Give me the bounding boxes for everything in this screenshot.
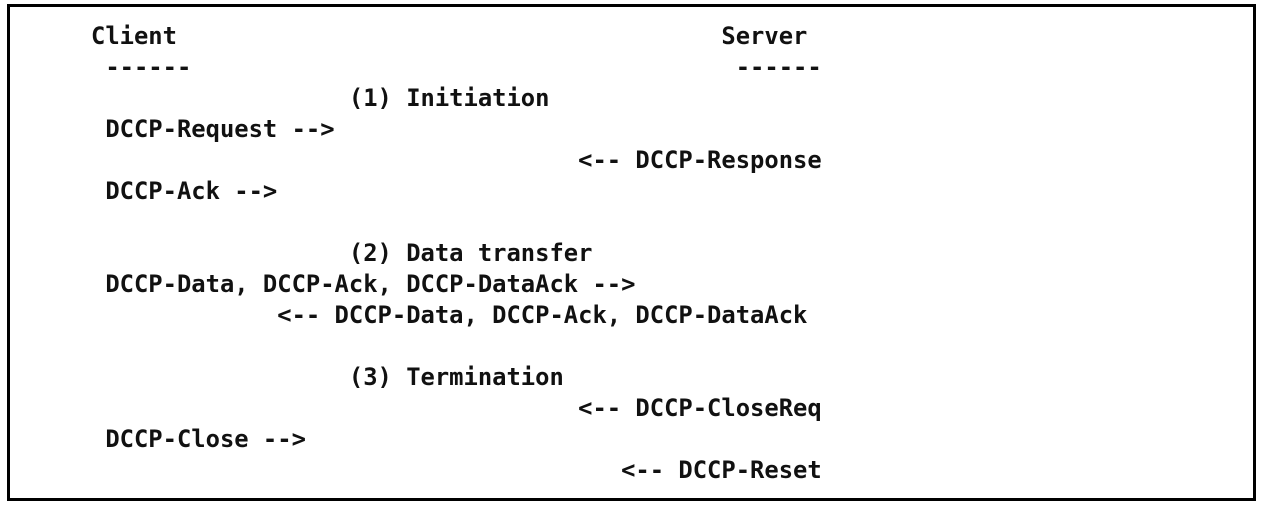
diagram-line-dccp-closereq: <-- DCCP-CloseReq (91, 394, 822, 422)
figure-border-box: Client Server ------ ------ (1) Initiati… (7, 4, 1256, 501)
diagram-line-dccp-reset: <-- DCCP-Reset (91, 456, 822, 484)
diagram-line-dccp-ack: DCCP-Ack --> (91, 177, 278, 205)
dccp-connection-ascii-diagram: Client Server ------ ------ (1) Initiati… (10, 7, 822, 486)
diagram-line-participants-underline: ------ ------ (91, 53, 822, 81)
diagram-line-phase-3-termination: (3) Termination (91, 363, 564, 391)
diagram-line-dccp-close: DCCP-Close --> (91, 425, 306, 453)
diagram-line-phase-2-data-transfer: (2) Data transfer (91, 239, 593, 267)
diagram-line-server-data-messages: <-- DCCP-Data, DCCP-Ack, DCCP-DataAck (91, 301, 808, 329)
diagram-line-phase-1-initiation: (1) Initiation (91, 84, 550, 112)
diagram-line-dccp-response: <-- DCCP-Response (91, 146, 822, 174)
diagram-line-participants-header: Client Server (91, 22, 808, 50)
diagram-line-blank-2 (91, 331, 822, 362)
diagram-line-client-data-messages: DCCP-Data, DCCP-Ack, DCCP-DataAck --> (91, 270, 636, 298)
diagram-line-blank-1 (91, 207, 822, 238)
diagram-line-dccp-request: DCCP-Request --> (91, 115, 335, 143)
